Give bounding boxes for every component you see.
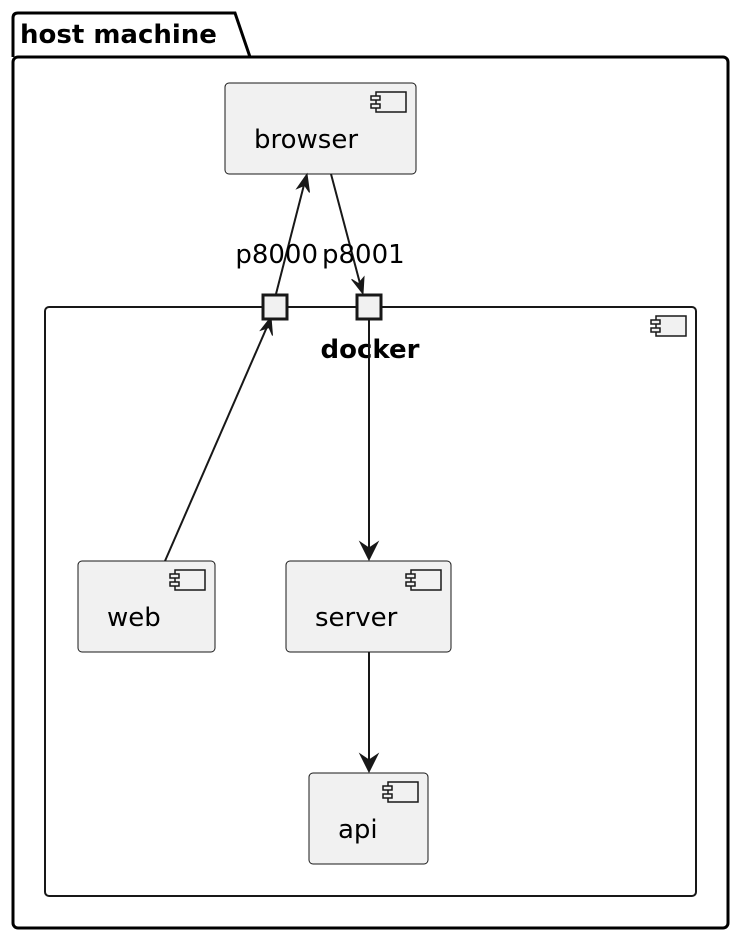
port-p8000: p8000: [235, 240, 318, 321]
component-icon: [650, 315, 687, 337]
package-title: host machine: [20, 20, 217, 50]
arrowhead: [358, 752, 380, 774]
edge-web-to-p8000: [164, 319, 271, 562]
component-icon: [370, 91, 407, 113]
arrowhead: [295, 172, 310, 193]
arrowhead: [259, 315, 273, 336]
component-icon: [382, 781, 419, 803]
edges: [164, 172, 380, 774]
port-p8001: p8001: [322, 240, 405, 321]
arrowhead: [358, 540, 380, 562]
component-browser: browser: [224, 82, 417, 175]
package-tab: [11, 11, 252, 58]
docker-title: docker: [321, 335, 420, 365]
arrowhead: [351, 275, 365, 296]
server-label: server: [315, 603, 398, 633]
browser-label: browser: [254, 125, 358, 155]
edge-browser-to-p8001: [330, 173, 363, 292]
component-api: api: [308, 772, 429, 865]
p8000-label: p8000: [235, 240, 318, 270]
component-icon: [169, 569, 206, 591]
web-label: web: [107, 603, 161, 633]
api-label: api: [338, 815, 378, 845]
component-server: server: [285, 560, 452, 653]
package-host-machine: host machine: [11, 11, 730, 930]
component-icon: [405, 569, 442, 591]
component-web: web: [77, 560, 216, 653]
p8001-label: p8001: [322, 240, 405, 270]
package-body: [11, 55, 730, 930]
edge-p8000-to-browser: [275, 176, 307, 295]
